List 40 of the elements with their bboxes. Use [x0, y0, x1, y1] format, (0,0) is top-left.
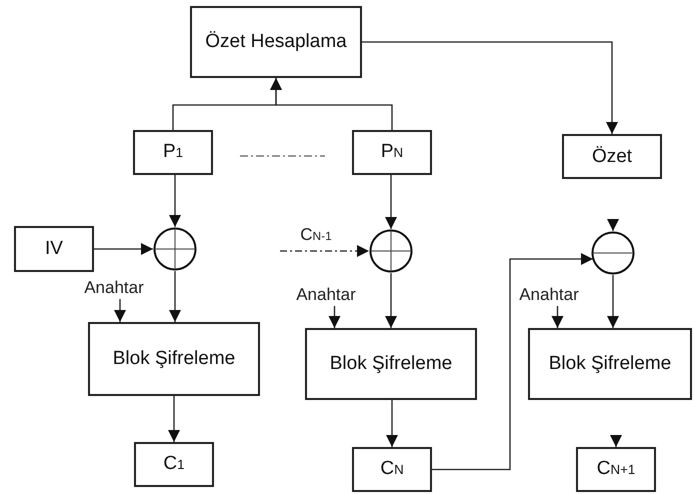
arrow — [432, 253, 593, 470]
box-text: Özet Hesaplama — [205, 31, 347, 53]
process-box — [305, 328, 477, 400]
arrow — [607, 219, 619, 231]
xor-circle — [369, 229, 413, 273]
process-box — [88, 322, 260, 396]
process-box — [352, 130, 432, 175]
arrow — [385, 273, 397, 328]
arrow — [270, 78, 393, 130]
box-text: Özet — [592, 146, 632, 168]
arrow — [385, 175, 397, 229]
process-box — [14, 226, 94, 272]
arrow — [552, 306, 564, 328]
input-label: Anahtar — [511, 284, 587, 306]
box-text: IV — [45, 238, 63, 260]
xor-circle — [153, 227, 197, 271]
arrow — [610, 435, 622, 447]
arrow — [328, 306, 340, 328]
box-text: Blok Şifreleme — [548, 353, 672, 375]
box-text: Blok Şifreleme — [330, 353, 452, 375]
box-text: Blok Şifreleme — [112, 348, 236, 370]
process-box — [352, 447, 432, 492]
arrow — [607, 275, 619, 328]
xor-circle — [591, 231, 635, 275]
process-box — [190, 6, 362, 78]
arrow — [362, 41, 618, 134]
arrow — [168, 396, 180, 442]
input-label: Anahtar — [76, 277, 152, 299]
process-box — [528, 328, 692, 400]
process-box — [133, 130, 213, 175]
input-label: Anahtar — [288, 284, 364, 306]
arrow — [169, 175, 181, 227]
arrow — [114, 299, 126, 322]
arrow — [386, 400, 398, 447]
process-box — [576, 447, 656, 492]
process-box — [134, 442, 214, 487]
arrow — [94, 243, 153, 255]
arrow — [280, 245, 369, 257]
process-box — [562, 134, 662, 179]
arrow — [169, 271, 181, 322]
